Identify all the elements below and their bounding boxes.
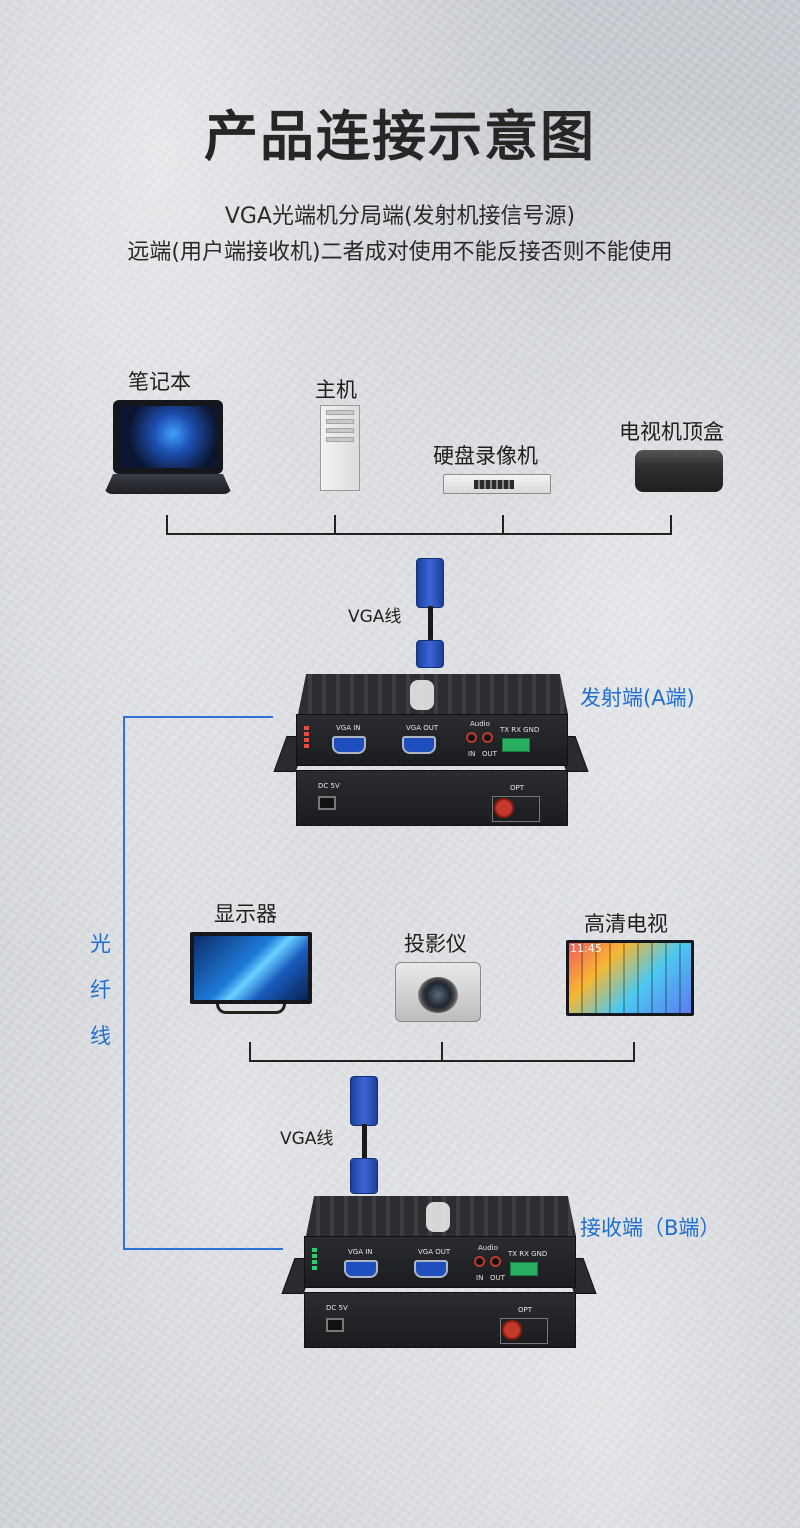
terminal-label: TX RX GND [500,726,540,734]
source-bracket-tick [670,515,672,535]
monitor-label: 显示器 [214,902,277,926]
subtitle-line-1: VGA光端机分局端(发射机接信号源) [224,204,576,229]
audio-label: Audio [470,720,490,728]
vga-connector-icon [416,558,444,608]
transmitter-device: VGA IN VGA OUT Audio IN OUT TX RX GND DC… [273,674,589,834]
receiver-label: 接收端（B端） [580,1216,721,1240]
vga-in-label: VGA IN [348,1248,373,1256]
laptop-icon [104,400,232,494]
audio-in-label: IN [476,1274,484,1282]
source-bracket-tick [166,515,168,535]
vga-out-port [402,736,436,754]
opt-label: OPT [518,1306,533,1314]
vga-cable-icon [362,1124,367,1160]
subtitle-line-2: 远端(用户端接收机)二者成对使用不能反接否则不能使用 [127,240,673,265]
vga-cable-icon [428,606,433,642]
vga-in-port [344,1260,378,1278]
vga-cable-label-top: VGA线 [348,607,402,627]
terminal-label: TX RX GND [508,1250,548,1258]
vga-in-port [332,736,366,754]
fiber-line-bottom [123,1248,283,1250]
dvr-label: 硬盘录像机 [433,444,538,468]
audio-out-jack [482,732,493,743]
tvbox-label: 电视机顶盒 [619,420,724,444]
vga-out-label: VGA OUT [406,724,439,732]
fiber-line-vertical [123,716,125,1250]
dc-jack [326,1318,344,1332]
audio-in-jack [466,732,477,743]
fiber-line-top [123,716,273,718]
fiber-label-char-1: 光 [90,932,111,956]
vga-in-label: VGA IN [336,724,361,732]
audio-in-label: IN [468,750,476,758]
brand-logo [410,680,434,710]
projector-icon [395,962,481,1022]
vga-out-label: VGA OUT [418,1248,451,1256]
vga-connector-icon [350,1158,378,1194]
terminal-block [510,1262,538,1276]
pc-tower-icon [320,405,360,491]
host-label: 主机 [315,378,357,402]
vga-connector-icon [416,640,444,668]
laptop-label: 笔记本 [128,370,191,394]
tv-set-top-box-icon [635,450,723,492]
dc-jack [318,796,336,810]
display-bracket-tick [441,1042,443,1062]
source-bracket-horizontal [166,533,672,535]
page-title: 产品连接示意图 [204,105,596,168]
display-bracket-tick [249,1042,251,1062]
audio-label: Audio [478,1244,498,1252]
fiber-label-char-3: 线 [90,1024,111,1048]
hdtv-icon: 11:45 [566,940,694,1016]
projector-label: 投影仪 [404,932,467,956]
hdtv-clock: 11:45 [570,942,602,955]
source-bracket-tick [502,515,504,535]
brand-logo [426,1202,450,1232]
dc-label: DC 5V [318,782,340,790]
dvr-icon [443,474,551,494]
opt-label: OPT [510,784,525,792]
receiver-device: VGA IN VGA OUT Audio IN OUT TX RX GND DC… [281,1196,597,1356]
display-bracket-tick [633,1042,635,1062]
audio-out-label: OUT [490,1274,505,1282]
vga-connector-icon [350,1076,378,1126]
audio-out-label: OUT [482,750,497,758]
optical-port [494,798,514,818]
optical-port [502,1320,522,1340]
source-bracket-tick [334,515,336,535]
terminal-block [502,738,530,752]
audio-out-jack [490,1256,501,1267]
audio-in-jack [474,1256,485,1267]
monitor-icon [190,932,312,1014]
transmitter-label: 发射端(A端) [580,686,695,710]
hdtv-label: 高清电视 [584,912,668,936]
vga-out-port [414,1260,448,1278]
fiber-label-char-2: 纤 [90,978,111,1002]
dc-label: DC 5V [326,1304,348,1312]
vga-cable-label-bottom: VGA线 [280,1129,334,1149]
